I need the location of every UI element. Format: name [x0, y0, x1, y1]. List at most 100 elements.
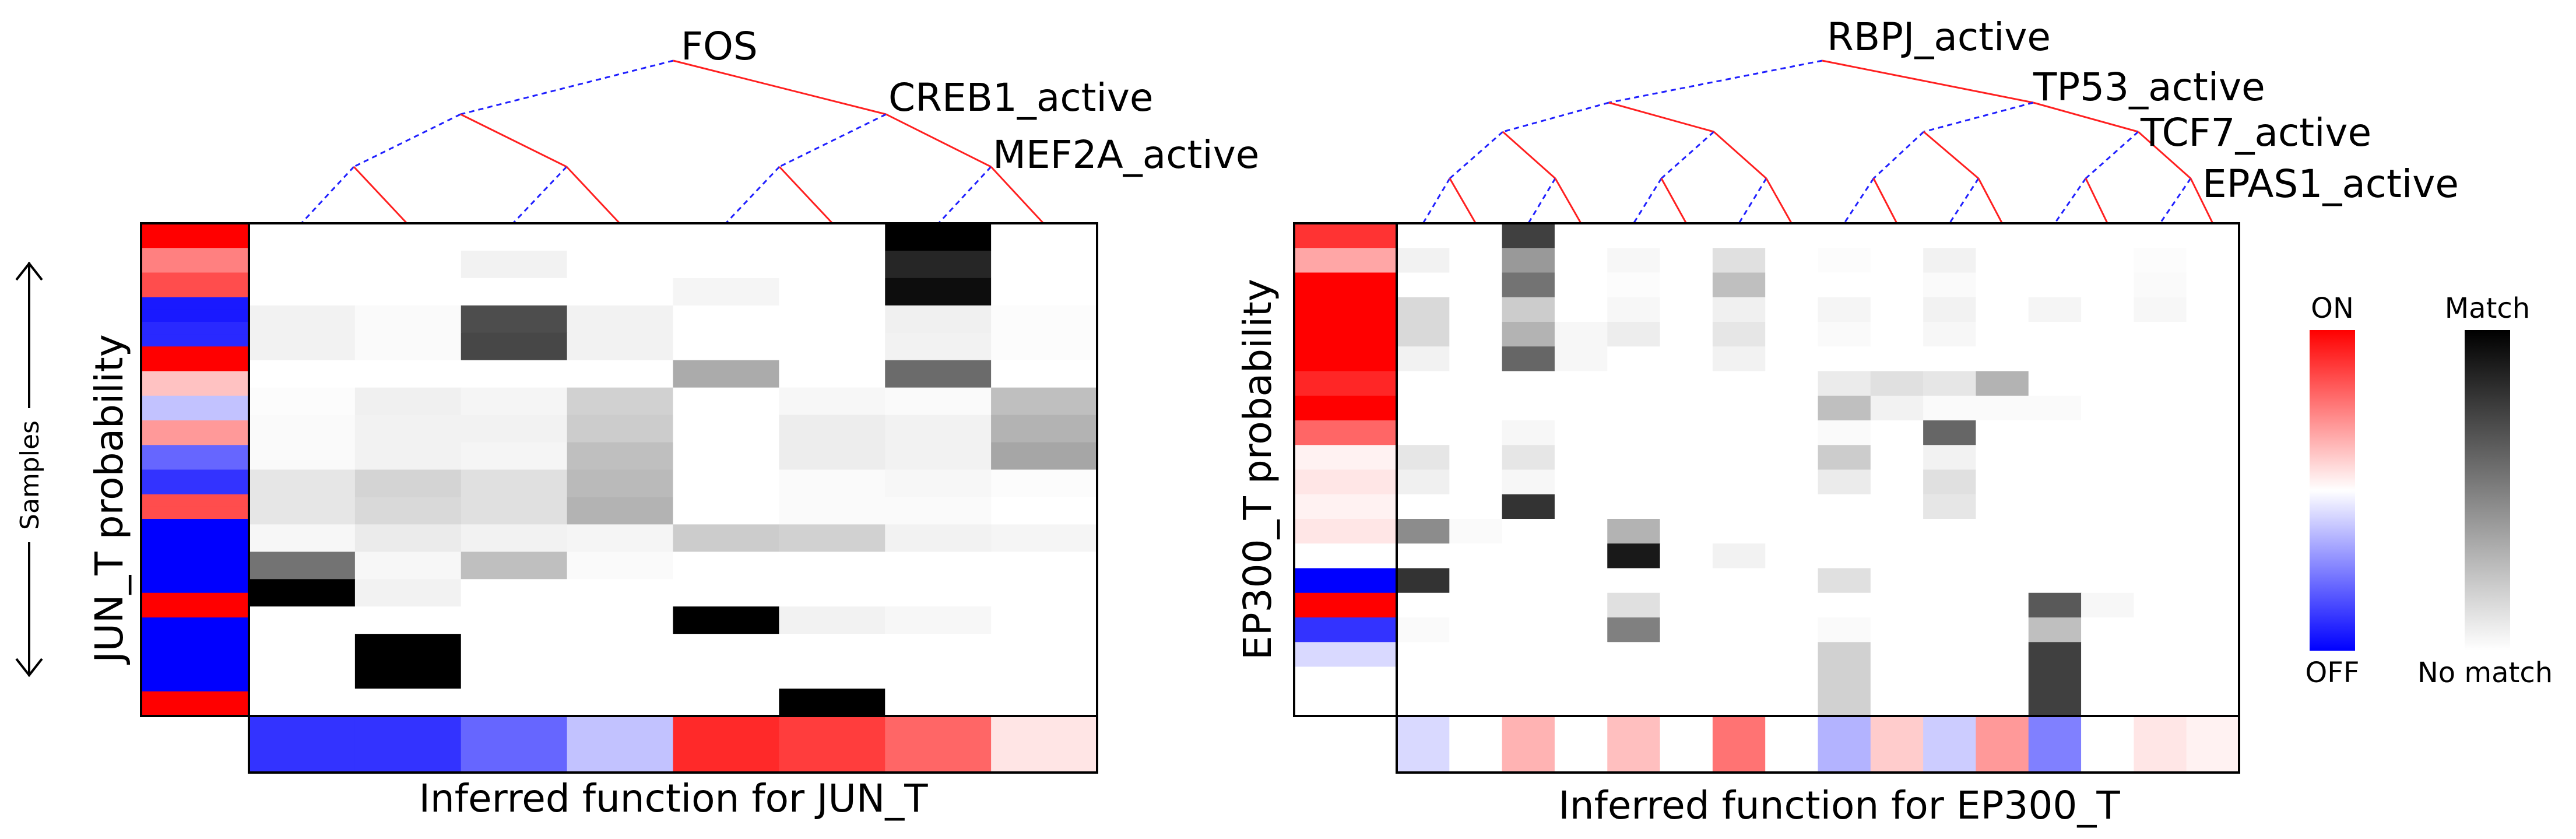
heatmap-cell [567, 634, 674, 689]
heatmap-cell [1712, 568, 1766, 594]
heatmap-cell [673, 387, 779, 416]
probability-cell [141, 519, 249, 532]
heatmap-cell [2186, 642, 2240, 717]
heatmap-cell [461, 634, 568, 689]
heatmap-cell [2028, 568, 2082, 594]
heatmap-cell [1502, 248, 1555, 273]
heatmap-cell [673, 469, 779, 498]
heatmap-cell [1397, 543, 1450, 569]
ep300-t-heatmap [1396, 222, 2240, 717]
heatmap-cell [1818, 223, 1871, 248]
heatmap-cell [1554, 568, 1608, 594]
probability-cell [1294, 543, 1397, 569]
heatmap-cell [1923, 617, 1977, 643]
dendrogram-off-branch [1843, 178, 1875, 224]
heatmap-cell [1870, 420, 1924, 445]
heatmap-cell [991, 524, 1098, 552]
heatmap-cell [2186, 494, 2240, 519]
probability-cell [1294, 420, 1397, 445]
heatmap-cell [885, 278, 992, 306]
heatmap-cell [461, 250, 568, 279]
heatmap-cell [354, 278, 462, 306]
heatmap-cell [1502, 322, 1555, 347]
heatmap-cell [673, 689, 779, 717]
state-colorbar-gradient [2310, 330, 2355, 651]
samples-label: Samples [15, 420, 45, 530]
heatmap-cell [1976, 223, 2029, 248]
heatmap-cell [2186, 543, 2240, 569]
heatmap-cell [1607, 519, 1661, 544]
heatmap-cell [1870, 272, 1924, 298]
heatmap-cell [1923, 272, 1977, 298]
heatmap-cell [1397, 322, 1450, 347]
function-row-frame [1396, 715, 2240, 774]
heatmap-cell [1397, 371, 1450, 396]
heatmap-cell [1449, 469, 1503, 495]
probability-cell [141, 580, 249, 594]
heatmap-cell [991, 223, 1098, 251]
heatmap-cell [779, 415, 885, 443]
probability-cell [1294, 346, 1397, 372]
heatmap-cell [1449, 592, 1503, 618]
heatmap-cell [779, 223, 885, 251]
dendrogram-on-branch [1554, 178, 1582, 224]
heatmap-cell [1923, 420, 1977, 445]
heatmap-cell [1502, 543, 1555, 569]
function-cell [567, 716, 674, 773]
heatmap-cell [1818, 617, 1871, 643]
heatmap-cell [249, 360, 356, 388]
heatmap-cell [354, 223, 462, 251]
heatmap-cell [1397, 248, 1450, 273]
heatmap-cell [1765, 322, 1819, 347]
probability-cell [141, 469, 249, 483]
probability-cell [1294, 297, 1397, 322]
heatmap-cell [1976, 519, 2029, 544]
heatmap-cell [1870, 519, 1924, 544]
heatmap-cell [354, 442, 462, 471]
heatmap-cell [1502, 617, 1555, 643]
heatmap-cell [1923, 223, 1977, 248]
dendrogram-on-branch [2190, 178, 2214, 224]
heatmap-cell [567, 689, 674, 717]
heatmap-cell [1554, 592, 1608, 618]
heatmap-cell [1660, 469, 1713, 495]
heatmap-cell [1712, 371, 1766, 396]
heatmap-cell [2134, 592, 2187, 618]
dendrogram-on-branch [565, 166, 621, 224]
state-colorbar-top-label: ON [2311, 292, 2354, 325]
heatmap-cell [779, 552, 885, 580]
heatmap-cell [249, 606, 356, 634]
heatmap-cell [1607, 642, 1661, 717]
heatmap-cell [1765, 568, 1819, 594]
heatmap-cell [885, 524, 992, 552]
heatmap-cell [673, 497, 779, 525]
heatmap-cell [2186, 592, 2240, 618]
heatmap-cell [1607, 322, 1661, 347]
heatmap-cell [1923, 322, 1977, 347]
heatmap-cell [354, 606, 462, 634]
heatmap-cell [1818, 592, 1871, 618]
heatmap-cell [1712, 248, 1766, 273]
dendrogram-on-branch [1822, 59, 2034, 104]
heatmap-cell [2081, 617, 2134, 643]
heatmap-cell [1607, 543, 1661, 569]
heatmap-cell [1976, 592, 2029, 618]
heatmap-cell [354, 524, 462, 552]
dendrogram-node-label: TCF7_active [2140, 110, 2371, 155]
heatmap-cell [1976, 494, 2029, 519]
heatmap-cell [2186, 445, 2240, 471]
dendrogram-on-branch [460, 113, 567, 168]
dendrogram-on-branch [2085, 178, 2108, 224]
heatmap-cell [1449, 494, 1503, 519]
heatmap-cell [2186, 371, 2240, 396]
heatmap-cell [779, 360, 885, 388]
heatmap-cell [885, 360, 992, 388]
heatmap-cell [1818, 519, 1871, 544]
ep300-t-panel: RBPJ_activeTP53_activeTCF7_activeEPAS1_a… [1235, 15, 2459, 828]
dendrogram-off-branch [1738, 178, 1767, 224]
heatmap-cell [991, 689, 1098, 717]
heatmap-cell [673, 442, 779, 471]
heatmap-cell [1554, 617, 1608, 643]
heatmap-cell [1818, 445, 1871, 471]
